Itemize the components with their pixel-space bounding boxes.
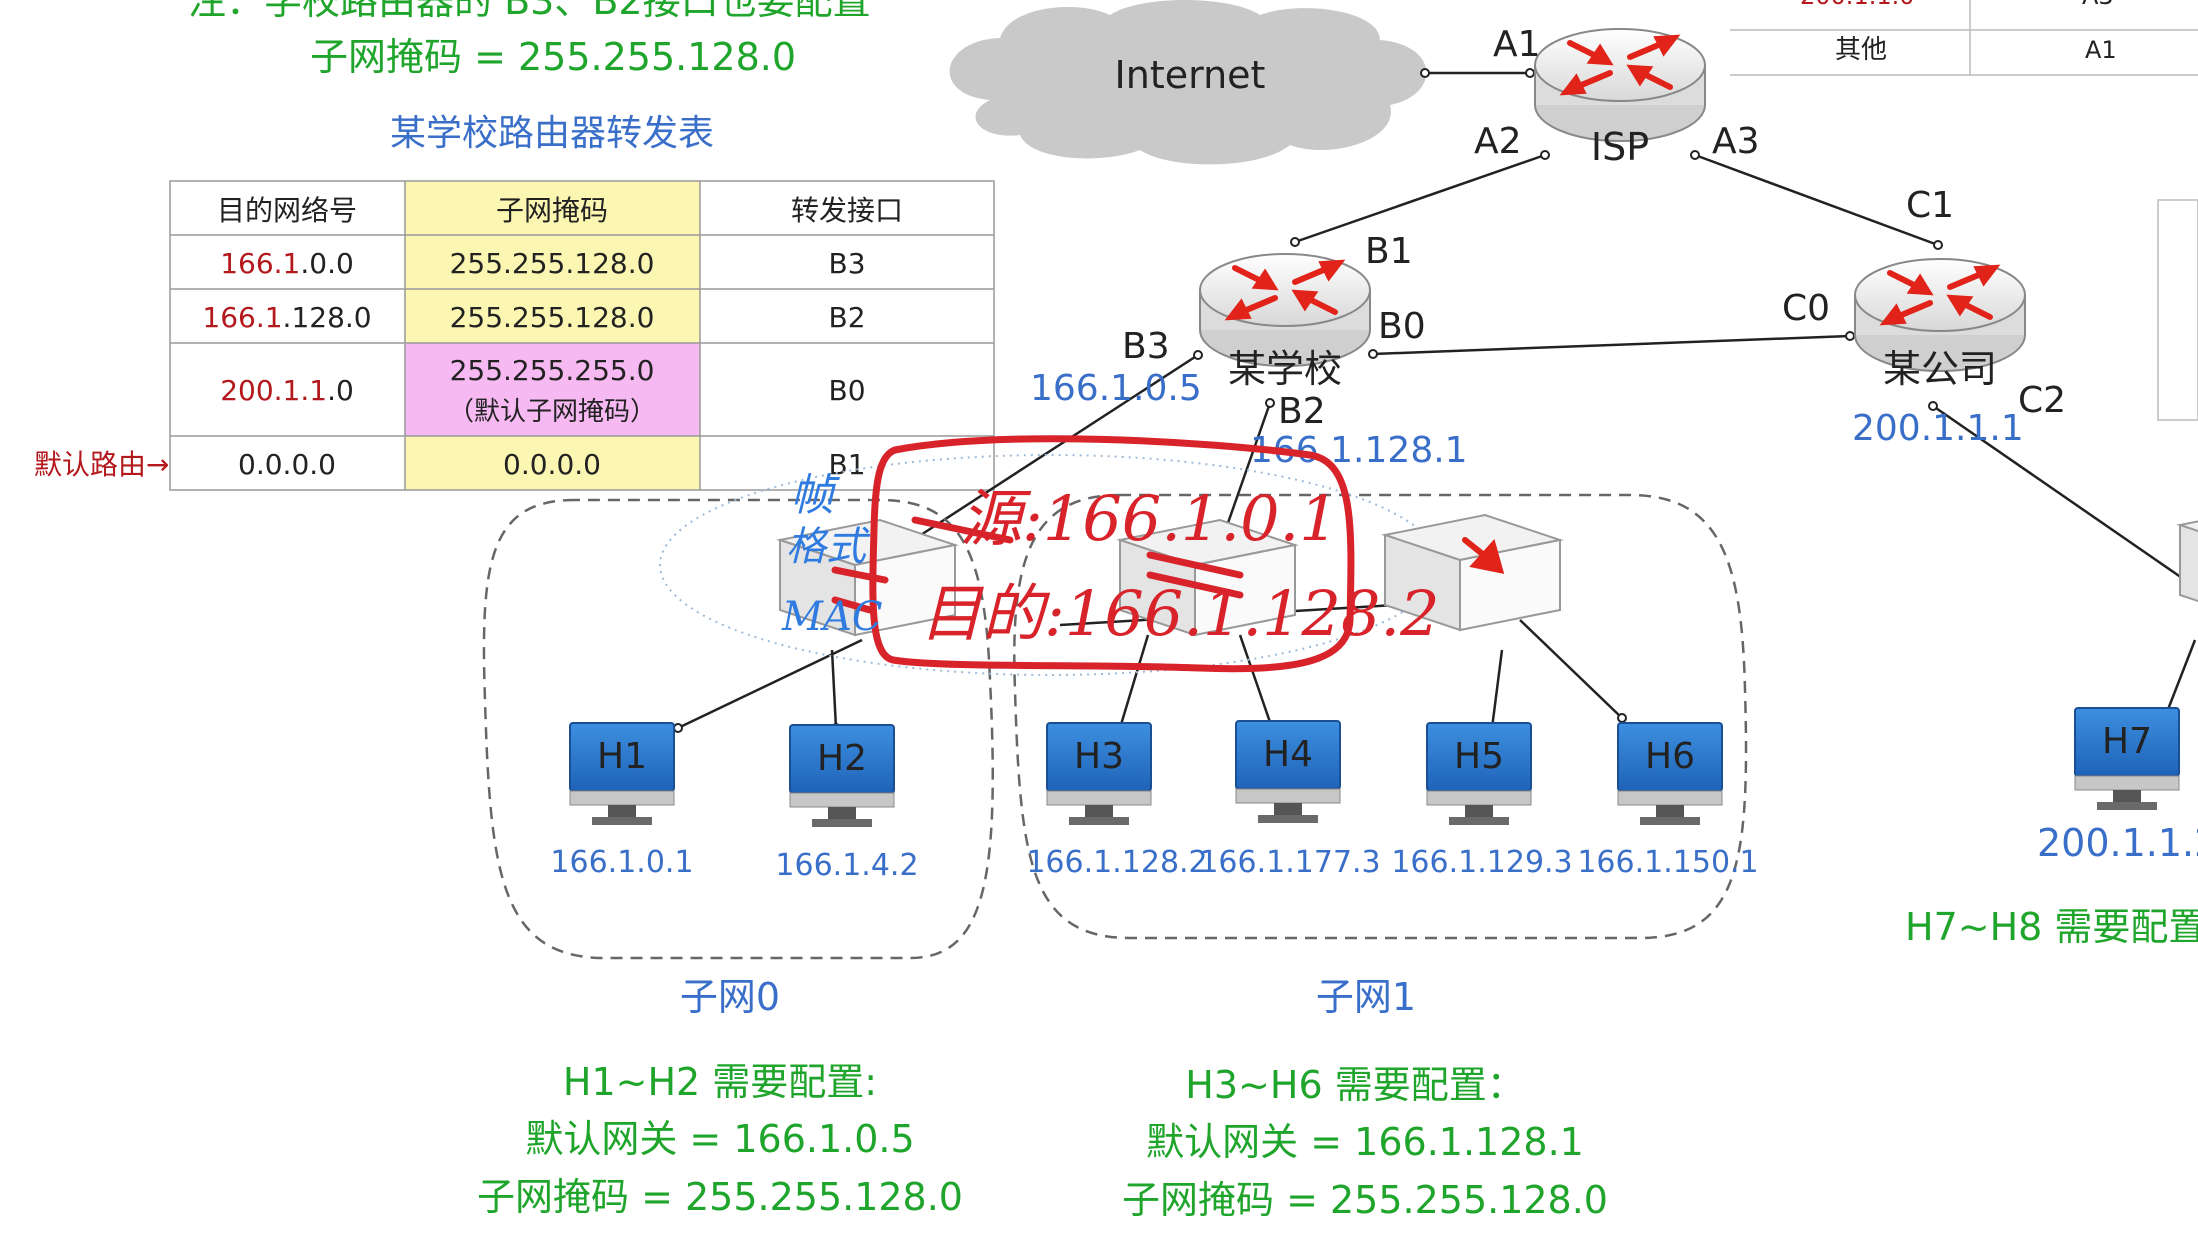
table-row-mask: 255.255.255.0 xyxy=(450,354,655,387)
port-label: A3 xyxy=(1712,121,1760,162)
school-label: 某学校 xyxy=(1228,347,1342,391)
top-note-line1: 注：学校路由器的 B3、B2接口也要配置 xyxy=(188,0,871,23)
host-h3: H3 xyxy=(1046,722,1152,826)
host-h7: H7 xyxy=(2074,707,2180,811)
corner-table-cell: A3 xyxy=(2082,0,2114,10)
corner-table-cell: A1 xyxy=(2085,36,2117,64)
table-row-mask: 0.0.0.0 xyxy=(503,448,601,481)
handwritten-source: 源:166.1.0.1 xyxy=(960,482,1339,555)
config-right-mask: 子网掩码 = 255.255.128.0 xyxy=(1122,1178,1608,1222)
port-label: A2 xyxy=(1474,121,1522,162)
table-row-net: 166.1.0.0 xyxy=(220,247,354,280)
host-h2: H2 xyxy=(789,724,895,828)
host-ip: 166.1.128.2 xyxy=(1026,845,1207,880)
port-label: C1 xyxy=(1906,185,1954,226)
host-label: H5 xyxy=(1454,736,1504,777)
port-label: C0 xyxy=(1782,288,1830,329)
table-header-net: 目的网络号 xyxy=(217,194,357,227)
config-left-title: H1~H2 需要配置: xyxy=(563,1060,877,1104)
config-left-mask: 子网掩码 = 255.255.128.0 xyxy=(477,1175,963,1219)
subnet0-label: 子网0 xyxy=(680,975,780,1019)
table-row-iface: B2 xyxy=(828,301,865,334)
host-label: H1 xyxy=(597,736,647,777)
host-label: H4 xyxy=(1263,734,1313,775)
host-ip: 166.1.129.3 xyxy=(1391,845,1572,880)
forwarding-table: 目的网络号 子网掩码 转发接口 166.1.0.0 255.255.128.0 … xyxy=(169,180,995,491)
config-right-title: H3~H6 需要配置： xyxy=(1185,1063,1524,1107)
switch-company xyxy=(2179,504,2198,621)
host-ip: 166.1.0.1 xyxy=(550,845,693,880)
port-label: A1 xyxy=(1493,24,1541,65)
host-ip: 166.1.177.3 xyxy=(1199,845,1380,880)
corner-table-cell: 其他 xyxy=(1835,35,1887,65)
table-row-mask-note: （默认子网掩码） xyxy=(448,397,656,427)
port-label: B2 xyxy=(1278,391,1326,432)
host-label: H6 xyxy=(1645,736,1695,777)
table-row-mask: 255.255.128.0 xyxy=(450,247,655,280)
isp-label: ISP xyxy=(1591,125,1649,169)
subnet1-boundary xyxy=(1013,493,1748,940)
company-ip: 200.1.1.1 xyxy=(1852,408,2024,449)
host-ip: 166.1.150.1 xyxy=(1577,845,1758,880)
table-header-iface: 转发接口 xyxy=(791,194,903,227)
internet-cloud: Internet xyxy=(949,0,1427,165)
table-title: 某学校路由器转发表 xyxy=(390,113,714,154)
table-row-mask: 255.255.128.0 xyxy=(450,301,655,334)
handwritten-blue-note: 格式 xyxy=(786,524,871,570)
host-h5: H5 xyxy=(1426,722,1532,826)
host-label: H7 xyxy=(2102,721,2152,762)
b3-ip: 166.1.0.5 xyxy=(1030,368,1202,409)
host-label: H2 xyxy=(817,738,867,779)
table-header-mask: 子网掩码 xyxy=(496,194,608,227)
handwritten-blue-note: MAC xyxy=(781,594,882,640)
corner-table-cell: 200.1.1.0 xyxy=(1800,0,1915,10)
config-right-gateway: 默认网关 = 166.1.128.1 xyxy=(1146,1120,1584,1164)
handwritten-destination: 目的:166.1.128.2 xyxy=(920,577,1440,650)
config-h7: H7~H8 需要配置 xyxy=(1905,905,2198,949)
switch-subnet1-b xyxy=(1384,514,1561,631)
table-row-net: 0.0.0.0 xyxy=(238,448,336,481)
port-label: B3 xyxy=(1122,326,1170,367)
subnet1-label: 子网1 xyxy=(1316,975,1416,1019)
internet-label: Internet xyxy=(1115,53,1266,97)
port-label: B0 xyxy=(1378,306,1426,347)
table-row-iface: B0 xyxy=(828,374,865,407)
host-h6: H6 xyxy=(1617,722,1723,826)
config-left-gateway: 默认网关 = 166.1.0.5 xyxy=(525,1117,914,1161)
handwritten-blue-note: 帧 xyxy=(790,470,840,521)
port-label: B1 xyxy=(1365,231,1413,272)
table-row-iface: B3 xyxy=(828,247,865,280)
company-label: 某公司 xyxy=(1883,347,1997,391)
host-ip: 200.1.1.2 xyxy=(2037,821,2198,865)
host-h1: H1 xyxy=(569,722,675,826)
host-label: H3 xyxy=(1074,736,1124,777)
table-row-net: 200.1.1.0 xyxy=(220,374,354,407)
host-ip: 166.1.4.2 xyxy=(775,848,918,883)
table-row-net: 166.1.128.0 xyxy=(202,301,371,334)
table-row-iface: B1 xyxy=(828,448,865,481)
handwritten-annotation: 源:166.1.0.1 目的:166.1.128.2 帧 格式 MAC xyxy=(781,435,1440,673)
default-route-label: 默认路由→ xyxy=(34,448,169,481)
subnet0-boundary xyxy=(482,498,994,960)
top-note-line2: 子网掩码 = 255.255.128.0 xyxy=(310,35,796,79)
port-label: C2 xyxy=(2018,380,2066,421)
host-h4: H4 xyxy=(1235,720,1341,824)
corner-table: 200.1.1.0 A3 其他 A1 xyxy=(1730,0,2198,421)
